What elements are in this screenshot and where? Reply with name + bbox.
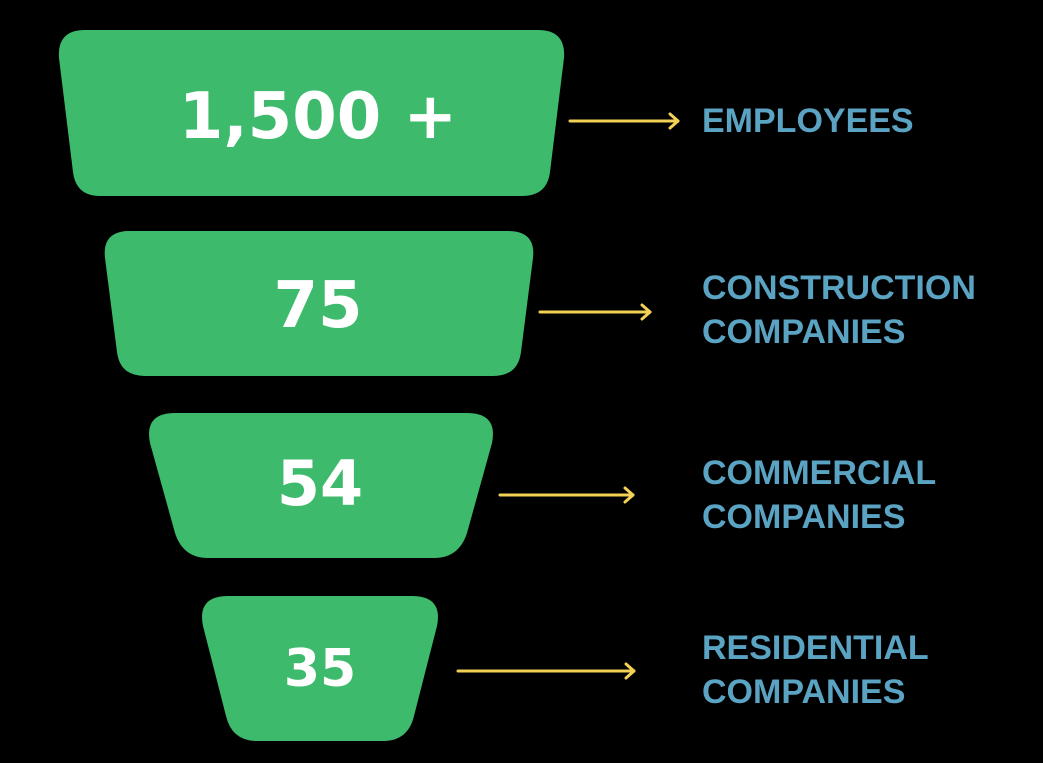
connector-arrow-1 — [568, 112, 680, 130]
stage-label-line: COMPANIES — [702, 313, 906, 351]
funnel-stage-3: 54 — [149, 413, 493, 558]
connector-arrow-2 — [538, 303, 652, 321]
funnel-stage-2-shape — [104, 231, 534, 376]
stage-label-line: COMMERCIAL — [702, 454, 937, 492]
funnel-stage-2: 75 — [104, 231, 534, 376]
funnel-stage-2-value: 75 — [273, 269, 362, 343]
funnel-stage-3-value: 54 — [277, 447, 363, 520]
connector-arrow-2-head — [640, 303, 652, 321]
funnel-stage-4-shape — [202, 596, 438, 741]
connector-arrow-3-head — [623, 486, 635, 504]
connector-arrow-1-head — [668, 112, 680, 130]
stage-label-line: RESIDENTIAL — [702, 629, 929, 667]
stage-label-line: CONSTRUCTION — [702, 269, 976, 307]
stage-label-residential-companies: RESIDENTIAL COMPANIES — [702, 626, 929, 714]
connector-arrow-4 — [456, 662, 636, 680]
funnel-stage-4: 35 — [202, 596, 438, 741]
stage-label-commercial-companies: COMMERCIAL COMPANIES — [702, 451, 936, 539]
stage-label-construction-companies: CONSTRUCTION COMPANIES — [702, 266, 976, 354]
funnel-stage-3-shape — [149, 413, 493, 558]
connector-arrow-3 — [498, 486, 635, 504]
funnel-stage-1-value: 1,500 + — [179, 80, 457, 154]
funnel-stage-4-value: 35 — [284, 639, 356, 699]
stage-label-line: COMPANIES — [702, 498, 906, 536]
connector-arrow-4-head — [624, 662, 636, 680]
stage-label-line: EMPLOYEES — [702, 102, 914, 140]
stage-label-employees: EMPLOYEES — [702, 99, 914, 143]
funnel-stage-1-shape — [58, 30, 565, 196]
stage-label-line: COMPANIES — [702, 673, 906, 711]
funnel-stage-1: 1,500 + — [58, 30, 565, 196]
